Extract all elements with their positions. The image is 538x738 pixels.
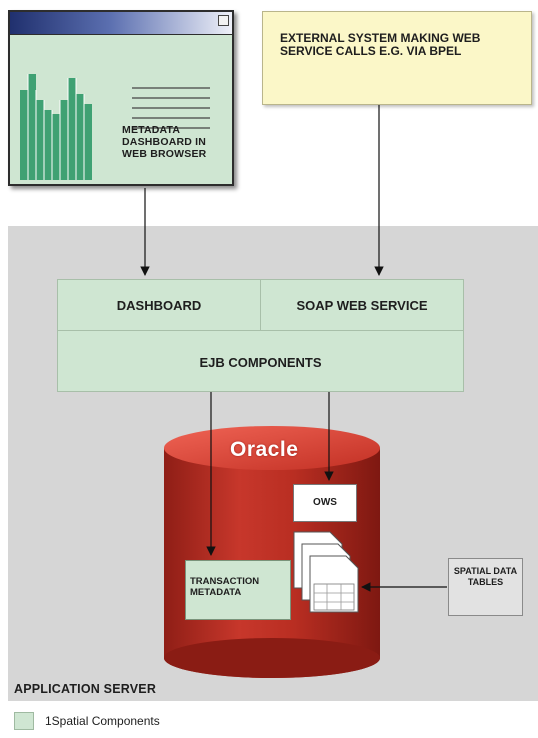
transaction-metadata-box — [185, 560, 291, 620]
spatial-data-tables-box — [448, 558, 523, 616]
ows-box — [293, 484, 357, 522]
dashboard-label: DASHBOARD — [116, 298, 202, 313]
external-system-text: EXTERNAL SYSTEM MAKING WEB SERVICE CALLS… — [280, 31, 481, 58]
transaction-metadata-label: TRANSACTION METADATA — [190, 576, 260, 598]
soap-web-service-label: SOAP WEB SERVICE — [296, 298, 428, 313]
browser-window — [8, 10, 234, 186]
bar-separators — [27, 74, 85, 180]
text-lines-icon — [132, 87, 210, 129]
close-icon — [218, 15, 229, 26]
document-stack-icon — [293, 531, 359, 613]
legend-swatch — [14, 712, 34, 730]
ejb-components-label: EJB COMPONENTS — [199, 355, 322, 370]
browser-titlebar — [10, 12, 232, 35]
ows-label: OWS — [313, 497, 337, 508]
connector-arrows — [140, 105, 447, 592]
bar-chart-icon — [20, 74, 92, 180]
oracle-brand-label: Oracle — [230, 438, 299, 461]
spatial-data-tables-label: SPATIAL DATA TABLES — [453, 566, 518, 587]
browser-caption: METADATA DASHBOARD IN WEB BROWSER — [122, 124, 207, 160]
application-server-label: APPLICATION SERVER — [14, 682, 157, 696]
oracle-database-cylinder — [164, 426, 380, 678]
legend-label: 1Spatial Components — [45, 714, 160, 728]
components-divider-horizontal — [58, 330, 463, 331]
components-divider-vertical — [260, 280, 261, 330]
external-system-box — [262, 11, 532, 105]
browser-content-graphic — [20, 74, 210, 180]
